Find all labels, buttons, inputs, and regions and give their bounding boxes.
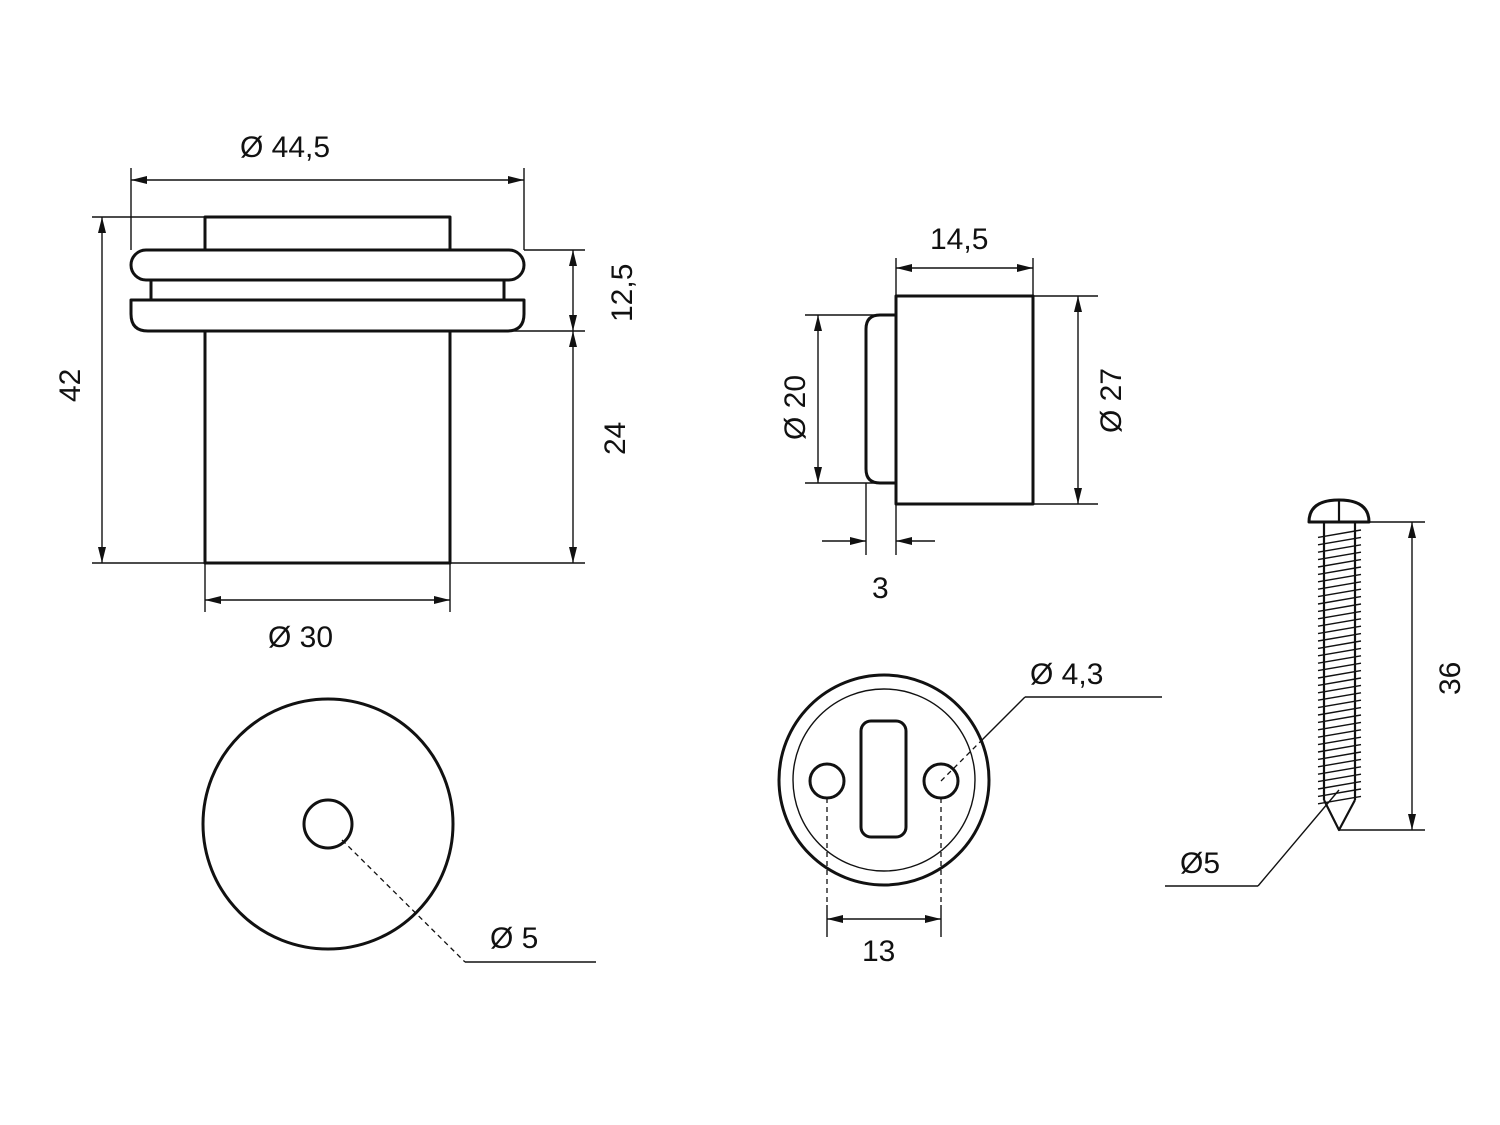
stopper-diameter-label: Ø 44,5 xyxy=(240,131,330,164)
catch-dimension-lines xyxy=(805,258,1098,555)
catch-front-diameter-label: Ø 20 xyxy=(779,375,812,440)
catch-lip-thickness-label: 3 xyxy=(872,572,889,605)
screw-length-label: 36 xyxy=(1434,662,1467,695)
thread-lines xyxy=(1317,529,1362,805)
screw-drawing xyxy=(1307,498,1371,832)
stopper-body-height-label: 24 xyxy=(599,422,632,455)
screw-threads xyxy=(1317,529,1362,805)
stopper-height-label: 42 xyxy=(54,369,87,402)
plate-hole-spacing-label: 13 xyxy=(862,935,895,968)
stopper-base-diameter-label: Ø 30 xyxy=(268,621,333,654)
catch-side-view xyxy=(864,294,1035,506)
stopper-head-height-label: 12,5 xyxy=(606,264,639,322)
mounting-plate-view xyxy=(777,673,1162,937)
catch-body-diameter-label: Ø 27 xyxy=(1095,368,1128,433)
stopper-dimension-lines xyxy=(92,168,585,612)
stopper-side-view xyxy=(129,215,526,565)
stopper-hole-diameter-label: Ø 5 xyxy=(490,922,538,955)
screw-diameter-label: Ø5 xyxy=(1180,847,1220,880)
screw-dimension-lines xyxy=(1165,521,1425,887)
catch-length-label: 14,5 xyxy=(930,223,988,256)
stopper-bottom-view xyxy=(201,697,596,963)
plate-hole-diameter-label: Ø 4,3 xyxy=(1030,658,1103,691)
